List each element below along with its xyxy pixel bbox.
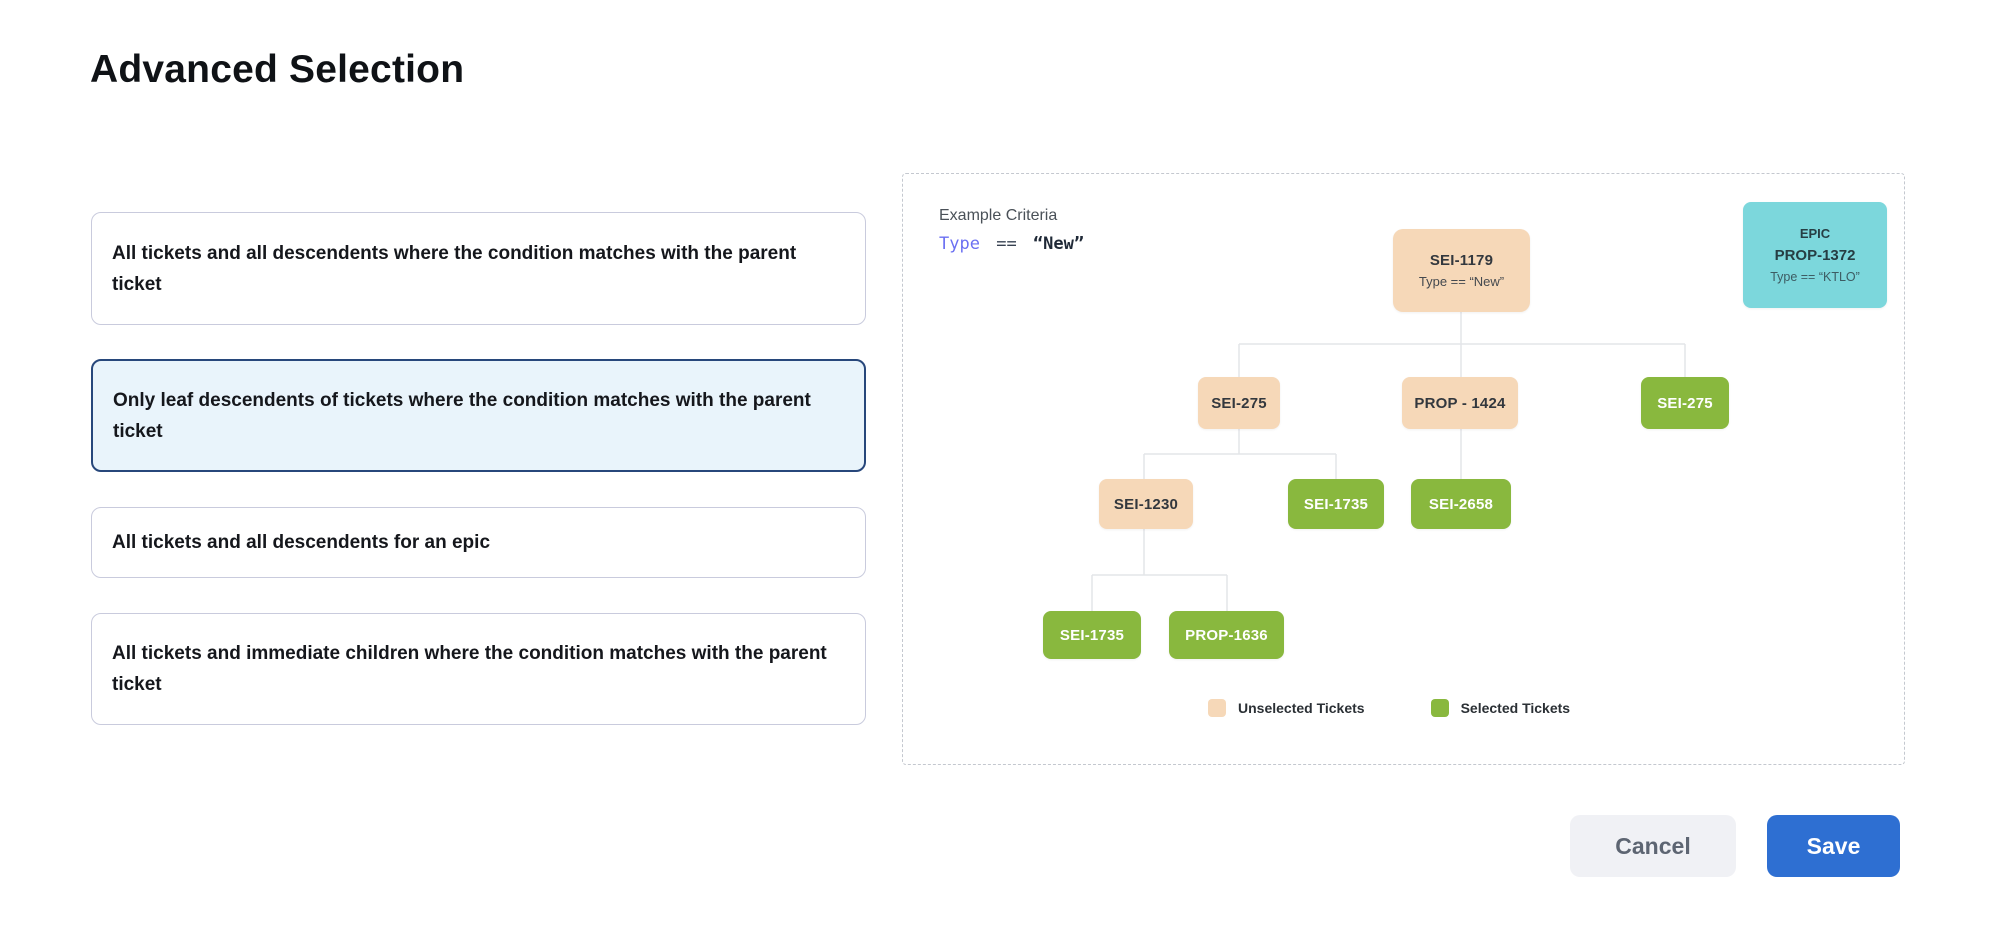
legend-item-unselected: Unselected Tickets [1208,699,1365,717]
criteria-operator: == [996,234,1017,254]
node-label: SEI-1735 [1059,626,1125,644]
epic-ticket-id: PROP-1372 [1774,247,1856,264]
epic-type-label: EPIC [1799,226,1831,241]
tree-node: SEI-1735 [1043,611,1141,659]
legend-item-selected: Selected Tickets [1430,699,1571,717]
option-label: All tickets and immediate children where… [112,643,827,695]
node-label: SEI-1179 [1429,252,1494,269]
node-label: PROP - 1424 [1414,394,1506,412]
criteria-field: Type [939,234,980,254]
example-criteria-expression: Type == “New” [939,234,1084,254]
option-card-epic-descendents[interactable]: All tickets and all descendents for an e… [91,507,866,578]
option-label: All tickets and all descendents where th… [112,242,797,295]
node-label: SEI-275 [1657,394,1713,412]
node-label: SEI-275 [1211,394,1267,412]
cancel-button[interactable]: Cancel [1570,815,1736,877]
epic-condition: Type == “KTLO” [1770,270,1860,284]
node-label: SEI-1230 [1113,495,1179,513]
node-label: SEI-2658 [1428,495,1494,513]
selected-tickets-swatch [1430,699,1449,717]
option-label: Only leaf descendents of tickets where t… [113,389,811,442]
legend-label: Unselected Tickets [1238,700,1365,716]
criteria-value: “New” [1032,234,1085,254]
node-condition: Type == “New” [1418,274,1505,289]
tree-connector-lines [1091,312,1686,611]
legend: Unselected Tickets Selected Tickets [1208,699,1570,717]
tree-node-root: SEI-1179 Type == “New” [1393,229,1530,312]
option-card-immediate-children[interactable]: All tickets and immediate children where… [91,613,866,725]
unselected-tickets-swatch [1208,699,1226,717]
option-card-leaf-descendents[interactable]: Only leaf descendents of tickets where t… [91,359,866,472]
legend-label: Selected Tickets [1460,700,1571,716]
tree-node: PROP - 1424 [1402,377,1518,429]
tree-node: SEI-275 [1641,377,1729,429]
tree-node: PROP-1636 [1169,611,1284,659]
example-criteria-heading: Example Criteria [939,207,1058,224]
tree-node: SEI-1230 [1099,479,1193,529]
option-card-all-descendents[interactable]: All tickets and all descendents where th… [91,212,866,325]
node-label: SEI-1735 [1303,495,1369,513]
node-label: PROP-1636 [1185,626,1268,644]
tree-node: SEI-2658 [1411,479,1511,529]
example-diagram-panel: Example Criteria Type == “New” EPIC PROP… [902,173,1905,765]
save-button[interactable]: Save [1767,815,1900,877]
tree-node: SEI-1735 [1288,479,1384,529]
tree-node: SEI-275 [1198,377,1280,429]
epic-card: EPIC PROP-1372 Type == “KTLO” [1743,202,1887,308]
page-title: Advanced Selection [90,48,465,91]
option-label: All tickets and all descendents for an e… [112,532,491,553]
